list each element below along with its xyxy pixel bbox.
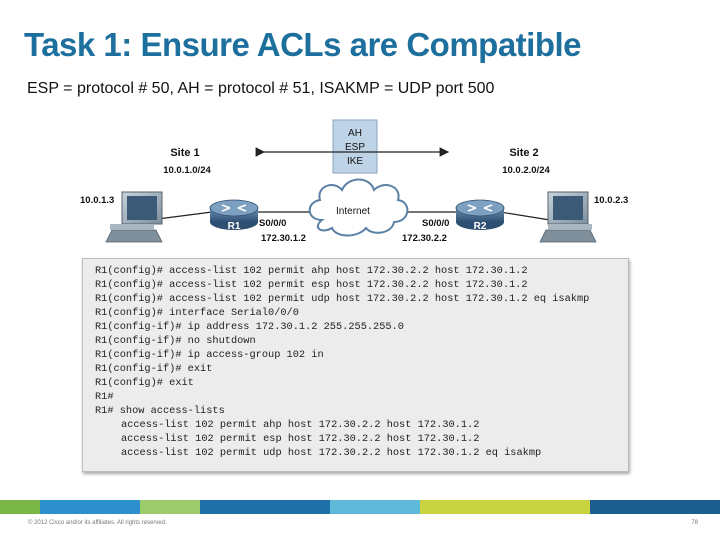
footer-color-bar [0, 500, 720, 514]
cli-line: R1(config-if)# ip address 172.30.1.2 255… [95, 321, 404, 333]
internet-cloud: Internet [308, 178, 409, 237]
pc2-ip: 10.0.2.3 [594, 195, 628, 206]
link-r2-pc2 [499, 211, 551, 221]
router-r2-icon: R2 [455, 199, 505, 232]
site2-network: 10.0.2.0/24 [502, 165, 550, 176]
network-topology-diagram: AH ESP IKE Site 1 10.0.1.0/24 Site 2 10.… [80, 119, 628, 244]
cli-line: access-list 102 permit esp host 172.30.2… [121, 433, 480, 445]
slide-title: Task 1: Ensure ACLs are Compatible [24, 26, 582, 63]
page-number: 78 [691, 520, 698, 526]
cli-line: R1(config)# access-list 102 permit ahp h… [95, 265, 528, 277]
protocol-label-ah: AH [348, 128, 362, 139]
footer-color-segment [330, 500, 420, 514]
r2-ip: 172.30.2.2 [402, 233, 447, 244]
footer-color-segment [40, 500, 140, 514]
pc1-icon [105, 191, 163, 243]
cli-line: R1(config-if)# no shutdown [95, 335, 256, 347]
protocol-summary: ESP = protocol # 50, AH = protocol # 51,… [27, 80, 495, 97]
copyright-notice: © 2012 Cisco and/or its affiliates. All … [28, 520, 167, 526]
cli-line: R1# [95, 391, 114, 403]
internet-label: Internet [336, 206, 370, 217]
footer-color-segment [590, 500, 720, 514]
router-r1-name: R1 [228, 221, 241, 232]
cli-line: R1(config)# access-list 102 permit udp h… [95, 293, 590, 305]
footer-color-segment [200, 500, 330, 514]
protocol-label-esp: ESP [345, 142, 365, 153]
cli-line: R1(config-if)# exit [95, 363, 213, 375]
pc1-ip: 10.0.1.3 [80, 195, 114, 206]
footer-color-segment [140, 500, 200, 514]
cli-line: R1(config)# access-list 102 permit esp h… [95, 279, 528, 291]
footer-color-segment [420, 500, 590, 514]
pc2-icon [539, 191, 597, 243]
router-r1-icon: R1 [209, 199, 259, 232]
site1-network: 10.0.1.0/24 [163, 165, 211, 176]
cli-output-box: R1(config)# access-list 102 permit ahp h… [82, 258, 629, 472]
cli-line: access-list 102 permit udp host 172.30.2… [121, 447, 542, 459]
cli-line: access-list 102 permit ahp host 172.30.2… [121, 419, 480, 431]
footer-color-segment [0, 500, 40, 514]
cli-output: R1(config)# access-list 102 permit ahp h… [95, 264, 589, 460]
site1-label: Site 1 [170, 147, 199, 159]
cli-line: R1(config)# exit [95, 377, 194, 389]
r2-interface: S0/0/0 [422, 218, 449, 229]
protocol-box: AH ESP IKE [332, 119, 378, 174]
cli-line: R1(config)# interface Serial0/0/0 [95, 307, 299, 319]
cli-line: R1(config-if)# ip access-group 102 in [95, 349, 324, 361]
r1-ip: 172.30.1.2 [261, 233, 306, 244]
router-r2-name: R2 [474, 221, 487, 232]
protocol-label-ike: IKE [347, 156, 363, 167]
r1-interface: S0/0/0 [259, 218, 286, 229]
site2-label: Site 2 [509, 147, 538, 159]
cli-line: R1# show access-lists [95, 405, 225, 417]
